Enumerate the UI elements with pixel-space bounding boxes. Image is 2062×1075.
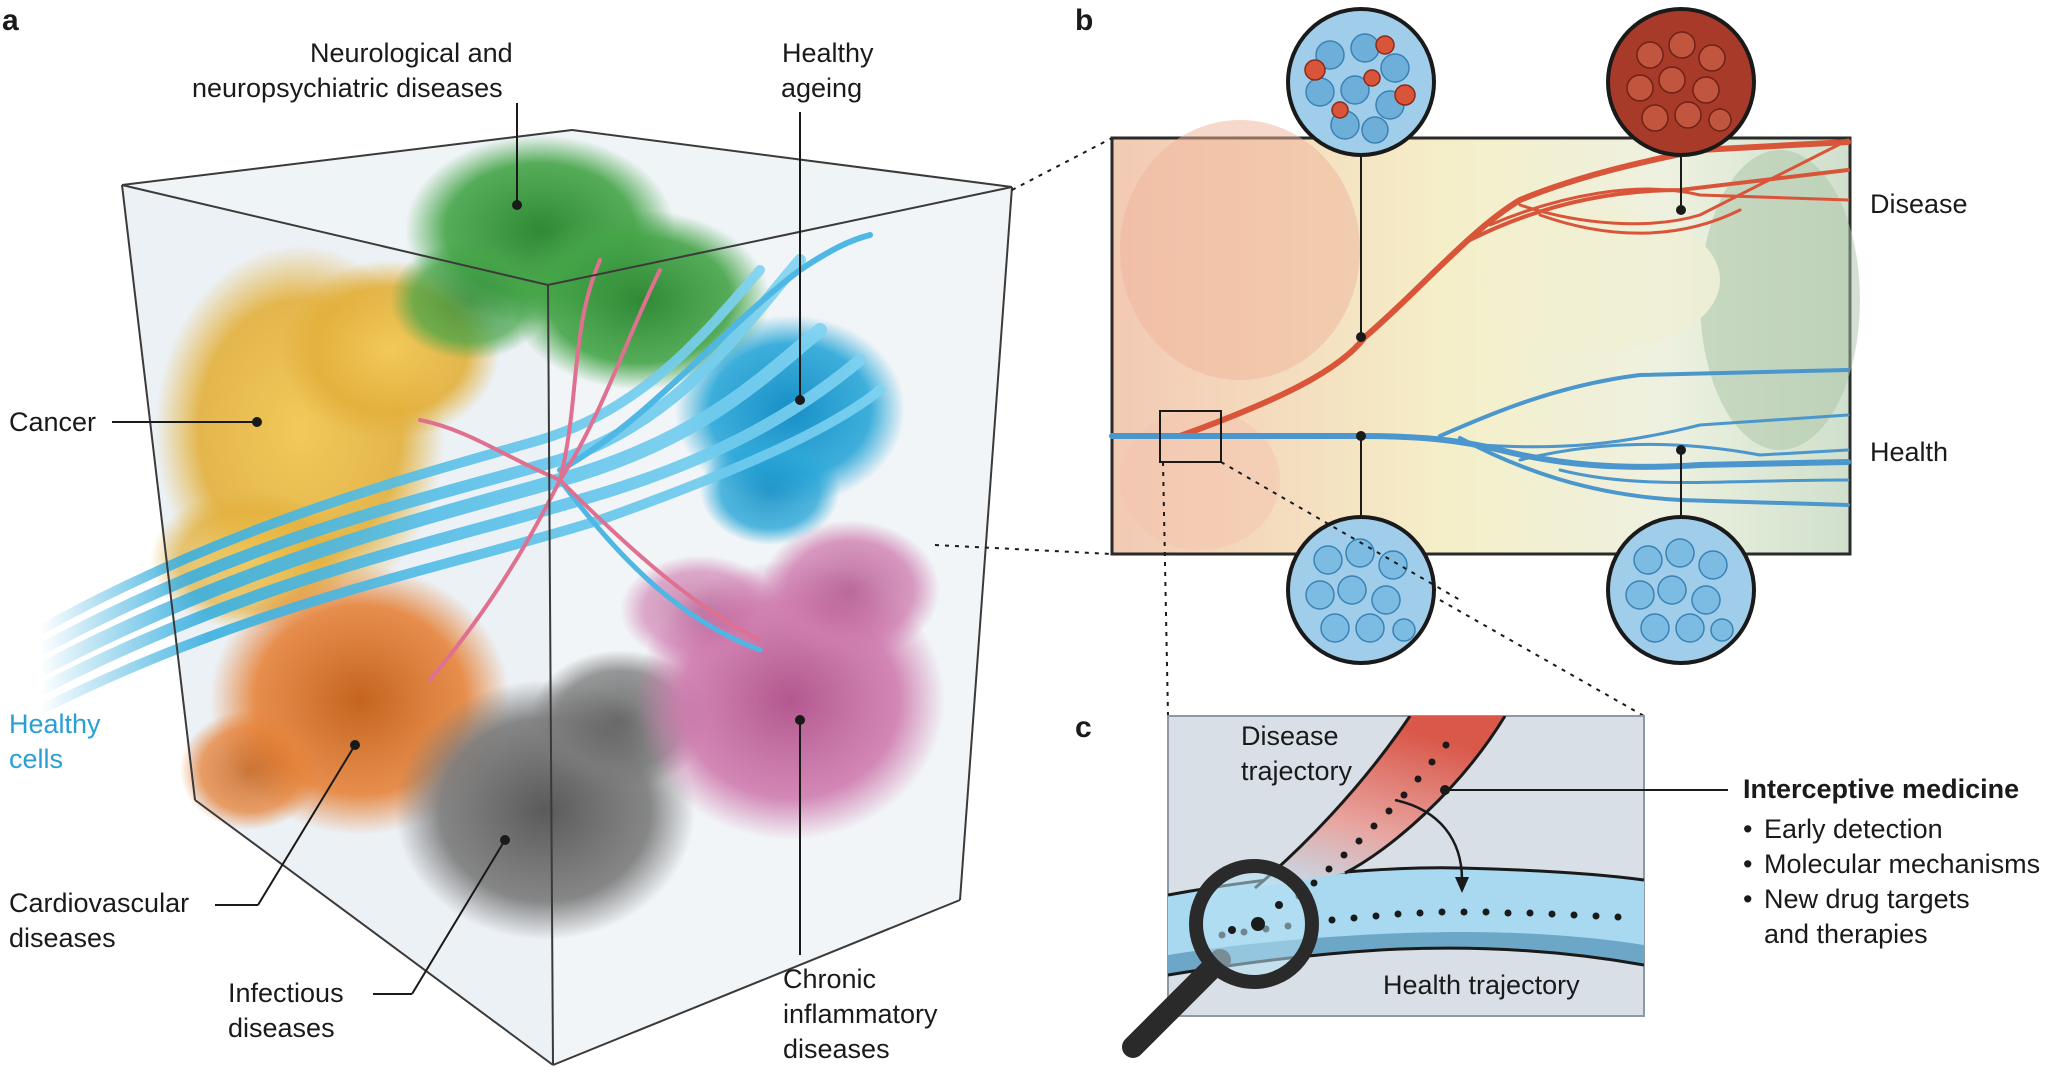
label-cardiovascular-line1: Cardiovascular — [9, 888, 189, 918]
label-disease-trajectory-line2: trajectory — [1241, 756, 1353, 786]
label-infectious-line1: Infectious — [228, 978, 344, 1008]
panel-c-letter: c — [1075, 711, 1092, 744]
panel-a-letter: a — [2, 4, 19, 37]
label-chronic-line1: Chronic — [783, 964, 876, 994]
label-disease-trajectory-line1: Disease — [1241, 721, 1339, 751]
intercept-arrow — [1394, 798, 1464, 881]
cell-circle-health-early — [1286, 515, 1436, 665]
callout-title: Interceptive medicine — [1743, 774, 2019, 804]
leader-dots-a — [252, 200, 805, 845]
cube-edges — [121, 129, 1013, 1066]
cluster-neurological — [390, 135, 770, 390]
label-healthy-cells-line2: cells — [9, 744, 63, 774]
disease-branches — [418, 258, 762, 682]
bullet-dot-3: • — [1743, 884, 1752, 914]
health-trajectory-b — [1109, 368, 1851, 507]
disease-trajectory-b — [1177, 138, 1851, 439]
bullet-molecular-mechanisms: Molecular mechanisms — [1764, 849, 2040, 879]
label-healthy-cells-line1: Healthy — [9, 709, 101, 739]
label-neurological-line2: neuropsychiatric diseases — [192, 73, 503, 103]
bullet-early-detection: Early detection — [1764, 814, 1943, 844]
bullet-new-drug-targets: New drug targets — [1764, 884, 1970, 914]
label-health: Health — [1870, 437, 1948, 467]
label-neurological-line1: Neurological and — [310, 38, 513, 68]
callout-bullets: • Early detection • Molecular mechanisms… — [1743, 814, 2040, 949]
panel-b: b — [934, 4, 1968, 665]
cell-circle-early-disease — [1286, 7, 1436, 157]
disease-tube — [1255, 716, 1505, 888]
label-infectious-line2: diseases — [228, 1013, 335, 1043]
cell-circle-disease — [1606, 7, 1756, 157]
label-chronic-line2: inflammatory — [783, 999, 938, 1029]
label-ageing-line1: Healthy — [782, 38, 874, 68]
interceptive-medicine-callout: Interceptive medicine • Early detection … — [1743, 774, 2040, 949]
label-cardiovascular-line2: diseases — [9, 923, 116, 953]
magnifier-icon — [1122, 859, 1319, 1058]
zoom-box-branch-point — [1159, 410, 1222, 463]
zoom-lines-c — [1162, 461, 1645, 717]
zoom-lines-b — [934, 137, 1113, 555]
disease-dots — [1295, 741, 1450, 900]
panel-b-letter: b — [1075, 4, 1093, 37]
cell-circle-health — [1606, 515, 1756, 665]
leader-dots-b — [1356, 205, 1686, 455]
label-ageing-line2: ageing — [781, 73, 862, 103]
label-chronic-line3: diseases — [783, 1034, 890, 1064]
label-cancer: Cancer — [9, 407, 96, 437]
panel-a: a — [2, 4, 1013, 1066]
leader-lines-a — [112, 103, 801, 995]
panel-b-haze — [1120, 120, 1860, 550]
bullet-dot-2: • — [1743, 849, 1752, 879]
label-health-trajectory: Health trajectory — [1383, 970, 1580, 1000]
panel-c: c — [1075, 461, 2040, 1058]
label-disease: Disease — [1870, 189, 1968, 219]
bullet-and-therapies: and therapies — [1764, 919, 1928, 949]
bullet-dot-1: • — [1743, 814, 1752, 844]
